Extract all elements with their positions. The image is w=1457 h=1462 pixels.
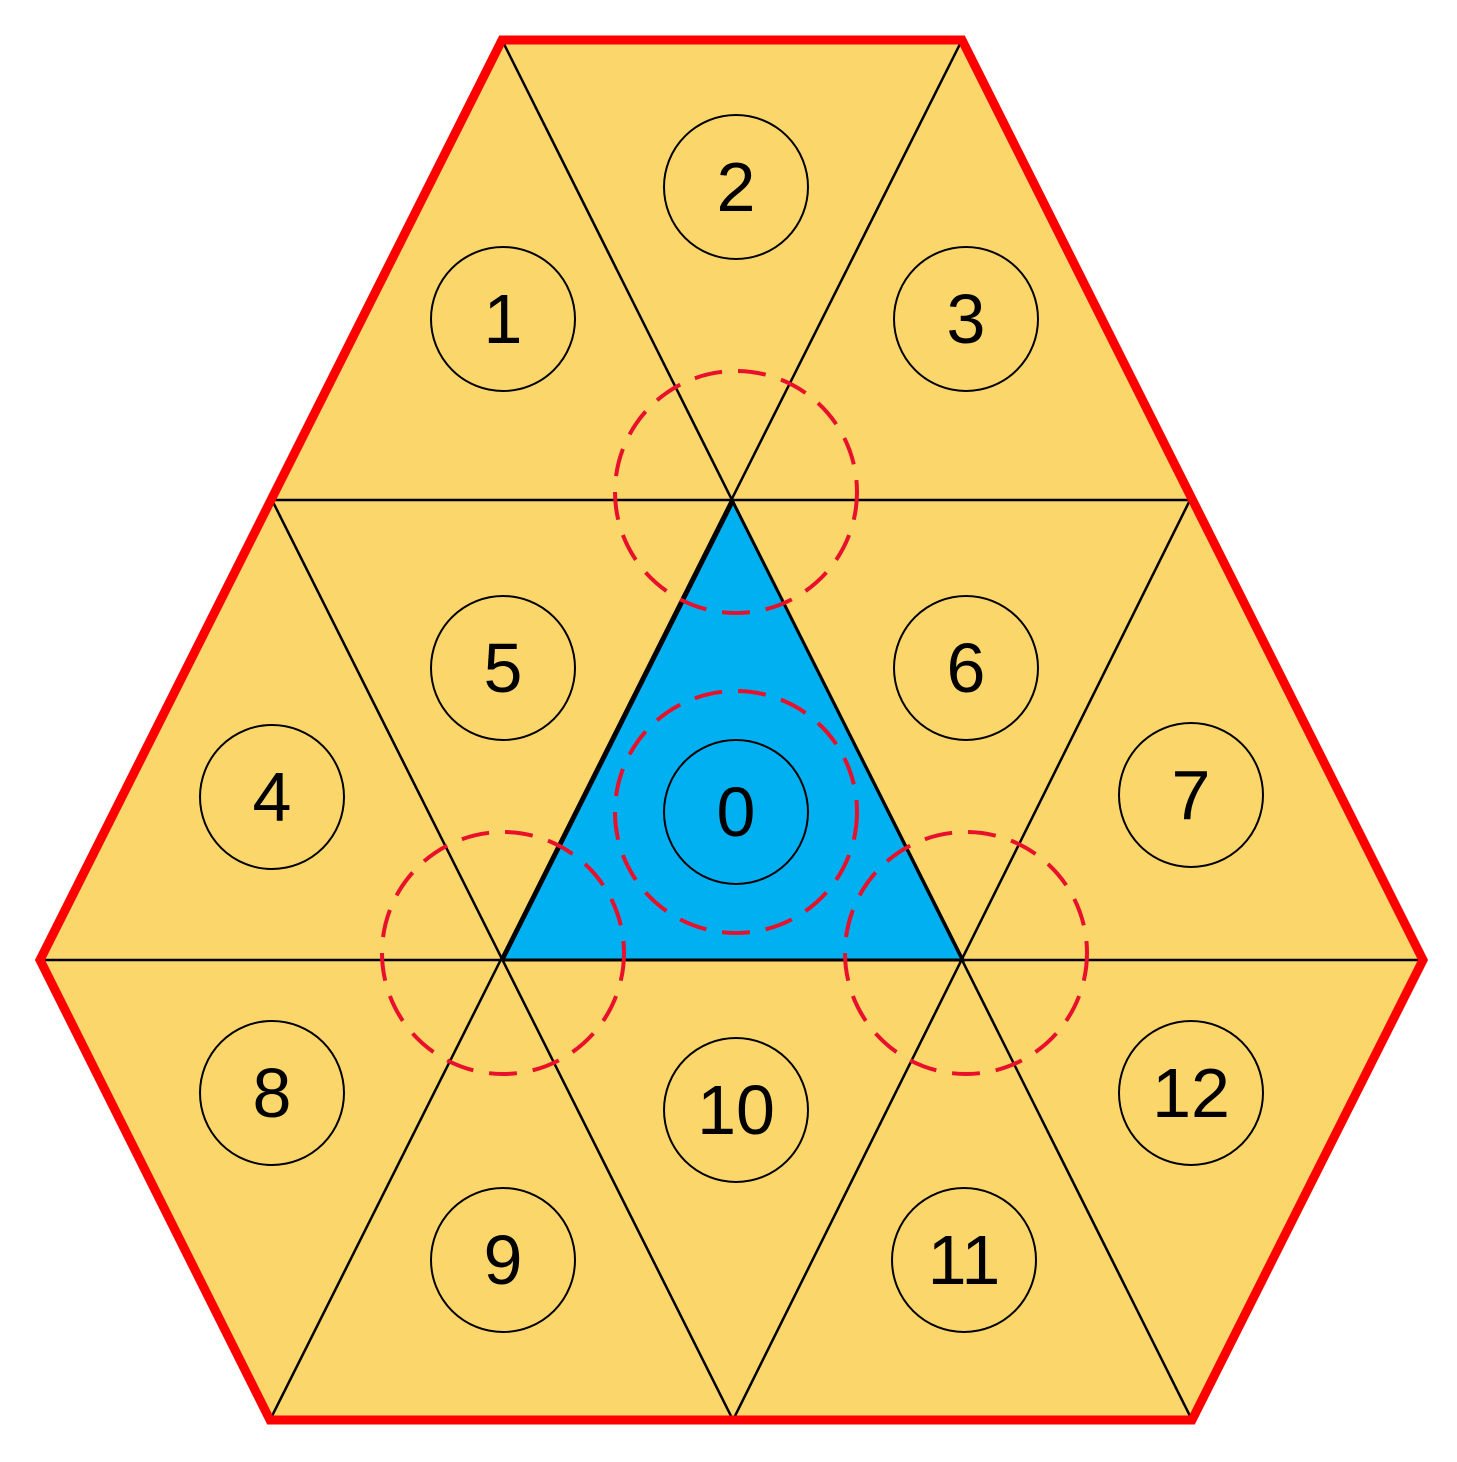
cell-labels: 0 1 2 3 4 5 6 7 [199,114,1264,1333]
label-text: 8 [253,1054,292,1132]
label-text: 3 [947,280,986,358]
dashed-ring-right-vertex [843,830,1089,1076]
label-text: 12 [1152,1054,1230,1132]
label-circle [430,1187,576,1333]
label-text: 2 [717,148,756,226]
label-text: 9 [484,1221,523,1299]
grid-line [731,499,1192,1421]
grid-line [270,499,735,1421]
cell-label-6: 6 [893,595,1039,741]
label-text: 1 [484,280,523,358]
label-circle [1118,1020,1264,1166]
label-circle [199,1020,345,1166]
cell-label-12: 12 [1118,1020,1264,1166]
cell-label-2: 2 [663,114,809,260]
cell-label-4: 4 [199,724,345,870]
grid-line [500,39,1194,1421]
cell-label-0: 0 [663,739,809,885]
label-text: 0 [717,773,756,851]
label-text: 6 [947,629,986,707]
label-circle [663,739,809,885]
label-circle [430,246,576,392]
dashed-ring-center [613,689,859,935]
cell-label-3: 3 [893,246,1039,392]
label-circle [430,595,576,741]
label-circle [199,724,345,870]
label-text: 7 [1172,756,1211,834]
label-circle [1118,722,1264,868]
label-circle [663,1037,809,1183]
cell-label-10: 10 [663,1037,809,1183]
cell-label-1: 1 [430,246,576,392]
dashed-ring-top-vertex [613,369,859,615]
grid-line [268,39,964,1421]
cell-label-7: 7 [1118,722,1264,868]
cell-label-5: 5 [430,595,576,741]
dashed-rings [380,369,1089,1076]
cell-label-9: 9 [430,1187,576,1333]
label-text: 10 [697,1071,775,1149]
label-circle [893,246,1039,392]
dashed-ring-left-vertex [380,830,626,1076]
label-circle [893,595,1039,741]
label-circle [663,114,809,260]
hexagon-outline [34,35,1429,1425]
label-circle [891,1187,1037,1333]
label-text: 4 [253,758,292,836]
cell-label-8: 8 [199,1020,345,1166]
grid-lines [40,39,1423,1421]
label-text: 11 [928,1221,1001,1299]
label-text: 5 [484,629,523,707]
cell-label-11: 11 [891,1187,1037,1333]
